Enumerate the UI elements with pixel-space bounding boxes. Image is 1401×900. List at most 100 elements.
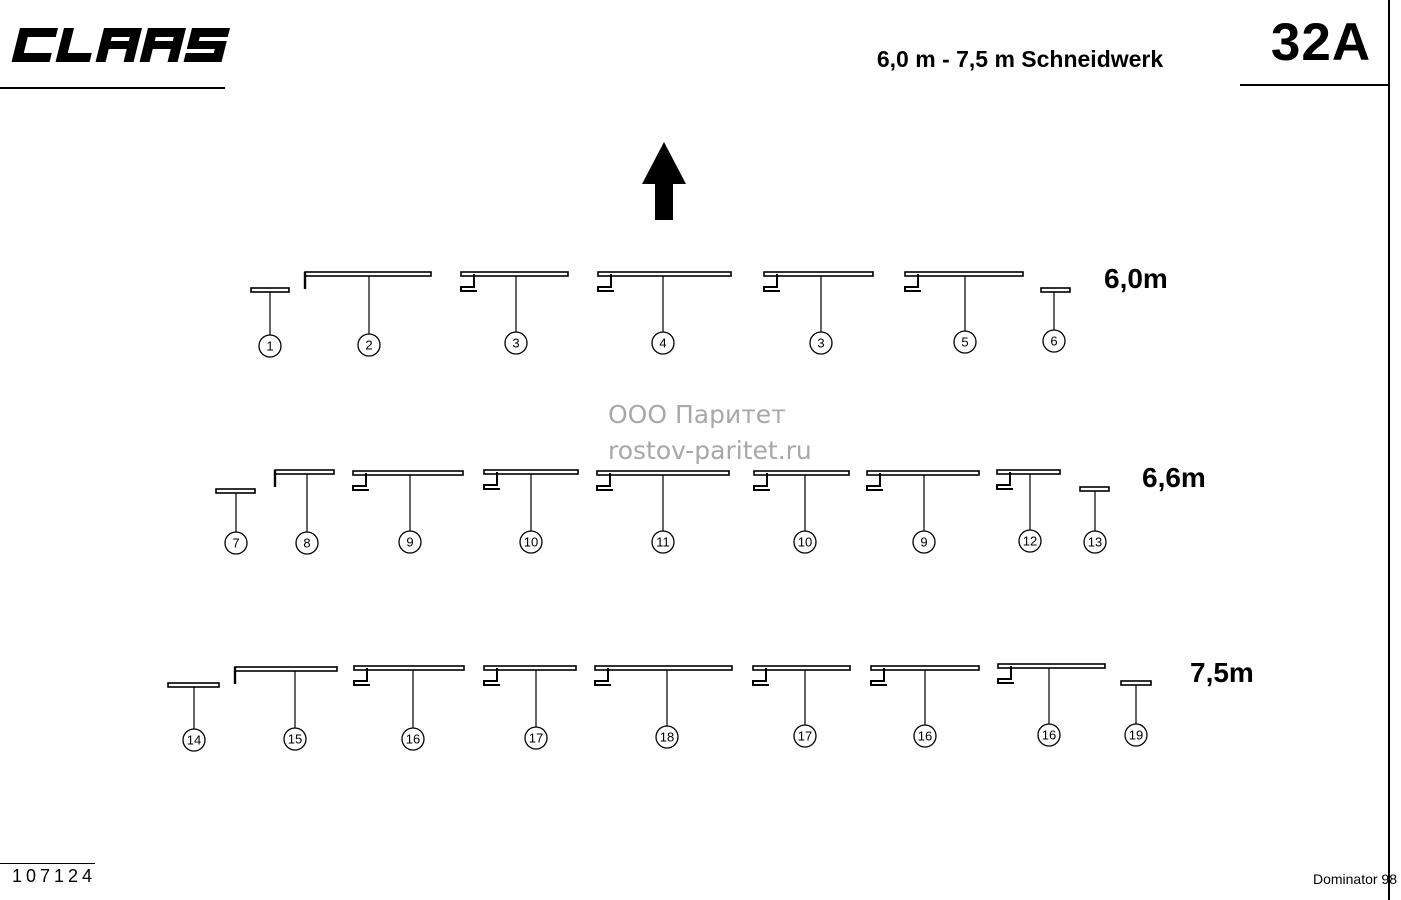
section-bar xyxy=(866,470,980,476)
section-step-joint xyxy=(352,473,369,491)
callout-number: 10 xyxy=(524,535,538,550)
cutterbar-section: 12 xyxy=(996,469,1061,553)
cutterbar-section: 13 xyxy=(1079,486,1110,554)
section-bar xyxy=(250,287,290,293)
section-bar xyxy=(304,271,432,277)
callout-circle xyxy=(519,530,543,554)
section-bar xyxy=(274,469,335,475)
section-step-joint xyxy=(753,473,770,491)
section-bar xyxy=(1120,680,1152,686)
section-step-joint xyxy=(460,274,477,292)
cutterbar-section: 6 xyxy=(1040,287,1071,353)
claas-logo xyxy=(11,28,231,62)
callout-number: 4 xyxy=(659,336,666,351)
document-number: 107124 xyxy=(12,866,97,886)
section-step-joint xyxy=(752,668,769,686)
callout-number: 1 xyxy=(266,339,273,354)
row-label-7-5: 7,5m xyxy=(1190,657,1254,688)
callout-number: 3 xyxy=(512,336,519,351)
cutterbar-section: 9 xyxy=(352,470,464,554)
section-bar xyxy=(594,665,733,671)
callout-number: 18 xyxy=(660,730,674,745)
section-step-joint xyxy=(483,472,500,490)
watermark-line-1: ООО Паритет xyxy=(608,400,786,429)
page-number: 32A xyxy=(1270,13,1372,72)
callout-circle xyxy=(398,530,422,554)
callout-number: 3 xyxy=(817,336,824,351)
callout-circle xyxy=(283,727,307,751)
callout-number: 9 xyxy=(920,535,927,550)
frame-right-border xyxy=(1388,0,1390,900)
section-bar xyxy=(167,682,220,688)
header-rule-left xyxy=(0,87,225,89)
section-step-joint xyxy=(866,473,883,491)
callout-number: 16 xyxy=(406,732,420,747)
footer-rule xyxy=(0,863,95,864)
cutterbar-section: 10 xyxy=(483,469,579,554)
callout-number: 19 xyxy=(1129,728,1143,743)
section-step-joint xyxy=(353,668,370,686)
cutterbar-section: 16 xyxy=(997,663,1106,747)
section-bar xyxy=(352,470,464,476)
cutterbar-section: 16 xyxy=(353,665,465,751)
section-bar xyxy=(753,470,850,476)
callout-circle xyxy=(357,333,381,357)
section-bar xyxy=(996,469,1061,475)
cutterbar-section: 17 xyxy=(752,665,851,748)
section-step-joint xyxy=(483,668,500,686)
callout-circle xyxy=(295,531,319,555)
callout-circle xyxy=(793,530,817,554)
section-step-joint xyxy=(596,473,613,491)
cutterbar-section: 9 xyxy=(866,470,980,554)
cutterbar-section: 15 xyxy=(233,666,338,751)
callout-number: 9 xyxy=(406,535,413,550)
callout-circle xyxy=(651,530,675,554)
callout-circle xyxy=(1042,329,1066,353)
up-arrow-icon xyxy=(642,142,686,220)
model-name: Dominator 98 xyxy=(1312,871,1397,887)
cutterbar-section: 8 xyxy=(273,469,335,555)
callout-circle xyxy=(953,330,977,354)
watermark-line-2: rostov-paritet.ru xyxy=(608,436,812,465)
section-bar xyxy=(997,663,1106,669)
section-bar xyxy=(460,271,569,277)
callout-circle xyxy=(1083,530,1107,554)
section-bar xyxy=(215,488,256,494)
callout-circle xyxy=(524,726,548,750)
cutterbar-section: 19 xyxy=(1120,680,1152,747)
section-step-joint xyxy=(597,274,614,292)
section-bar xyxy=(870,665,980,671)
callout-circle xyxy=(1037,723,1061,747)
callout-circle xyxy=(655,725,679,749)
callout-circle xyxy=(182,728,206,752)
cutterbar-section: 4 xyxy=(597,271,732,355)
section-bar xyxy=(752,665,851,671)
cutterbar-section: 1 xyxy=(250,287,290,358)
row-label-6-0: 6,0m xyxy=(1104,263,1168,294)
callout-number: 13 xyxy=(1088,535,1102,550)
section-bar xyxy=(483,665,577,671)
callout-circle xyxy=(504,331,528,355)
cutterbar-section: 17 xyxy=(483,665,577,750)
cutterbar-section: 2 xyxy=(303,271,432,357)
callout-circle xyxy=(224,531,248,555)
diagram-row-0: 1 2 3 4 3 5 6 xyxy=(250,271,1071,358)
cutterbar-section: 14 xyxy=(167,682,220,752)
cutterbar-section: 5 xyxy=(904,271,1024,354)
section-bar xyxy=(483,469,579,475)
callout-circle xyxy=(913,724,937,748)
callout-number: 17 xyxy=(798,729,812,744)
diagram-subtitle: 6,0 m - 7,5 m Schneidwerk xyxy=(876,46,1164,72)
callout-number: 5 xyxy=(961,335,968,350)
callout-number: 12 xyxy=(1023,534,1037,549)
callout-circle xyxy=(912,530,936,554)
callout-circle xyxy=(1124,723,1148,747)
section-bar xyxy=(596,470,730,476)
callout-circle xyxy=(258,334,282,358)
callout-number: 8 xyxy=(303,536,310,551)
row-label-6-6: 6,6m xyxy=(1142,462,1206,493)
cutterbar-section: 7 xyxy=(215,488,256,555)
